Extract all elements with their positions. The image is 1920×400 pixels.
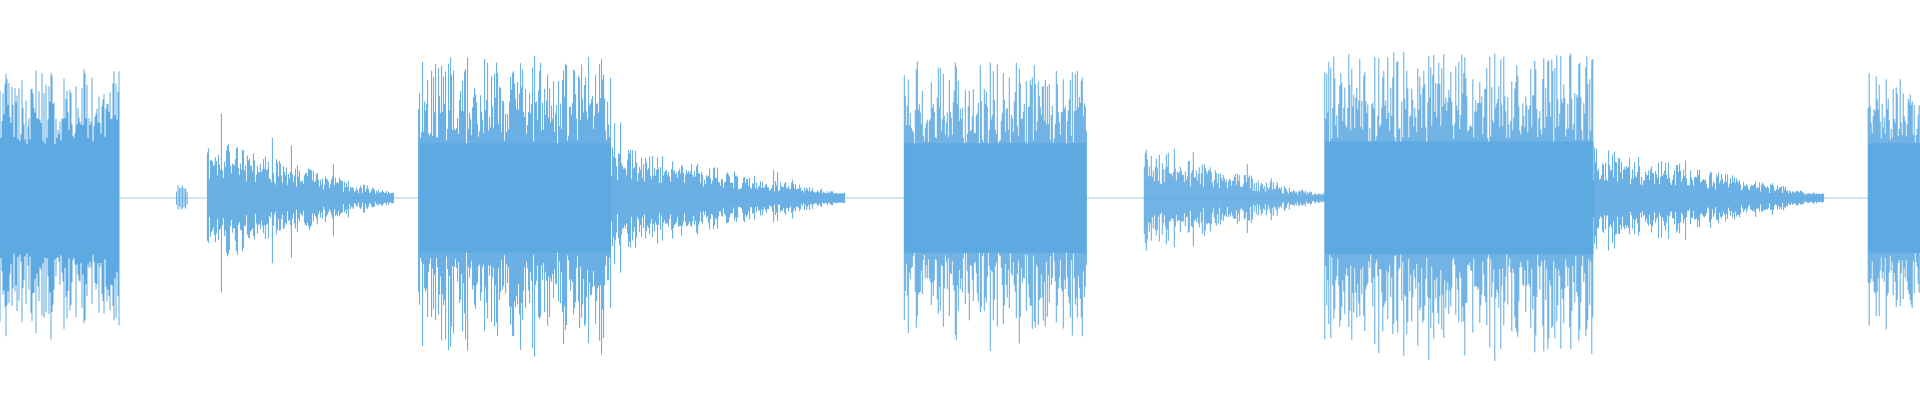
waveform-body-5 [904,143,1087,253]
waveform-body-0 [0,146,119,250]
waveform-body-7 [1324,141,1594,255]
waveform-body-3 [418,143,611,253]
waveform-bars [0,51,1920,361]
waveform-body-9 [1868,143,1920,253]
